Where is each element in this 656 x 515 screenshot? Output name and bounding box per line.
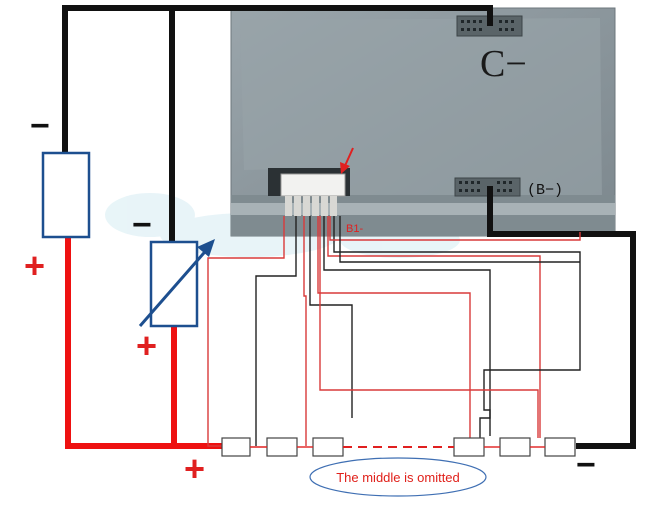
battery-cell-2: [266, 437, 298, 457]
battery-cell-3: [312, 437, 344, 457]
battery-cell-5: [499, 437, 531, 457]
b1-minus-label: B1-: [346, 223, 363, 235]
battery-string: [221, 437, 576, 457]
battery-cell-4: [453, 437, 485, 457]
positive-power-wires: [65, 237, 222, 449]
b-minus-label: (B−): [527, 182, 563, 199]
variable-load-minus-sign: −: [132, 206, 152, 244]
protection-board: [230, 7, 616, 237]
variable-load: [138, 239, 215, 328]
fixed-load-minus-sign: −: [30, 107, 50, 145]
battery-minus-sign: −: [576, 446, 596, 484]
sense-wires: [207, 216, 581, 447]
fixed-load-plus-sign: +: [24, 245, 45, 286]
battery-cell-1: [221, 437, 251, 457]
variable-load-plus-sign: +: [136, 325, 157, 366]
battery-plus-sign: +: [184, 448, 205, 489]
battery-cell-6: [544, 437, 576, 457]
omitted-note-text: The middle is omitted: [336, 470, 460, 485]
fixed-load: [41, 151, 91, 239]
balance-connector: [268, 168, 350, 216]
pin-indicator-arrow: [340, 147, 354, 174]
sense-wires-secondary: [319, 216, 580, 438]
omitted-note: The middle is omitted: [309, 457, 487, 497]
negative-power-wires: [62, 5, 636, 449]
c-minus-label: C−: [480, 43, 527, 85]
